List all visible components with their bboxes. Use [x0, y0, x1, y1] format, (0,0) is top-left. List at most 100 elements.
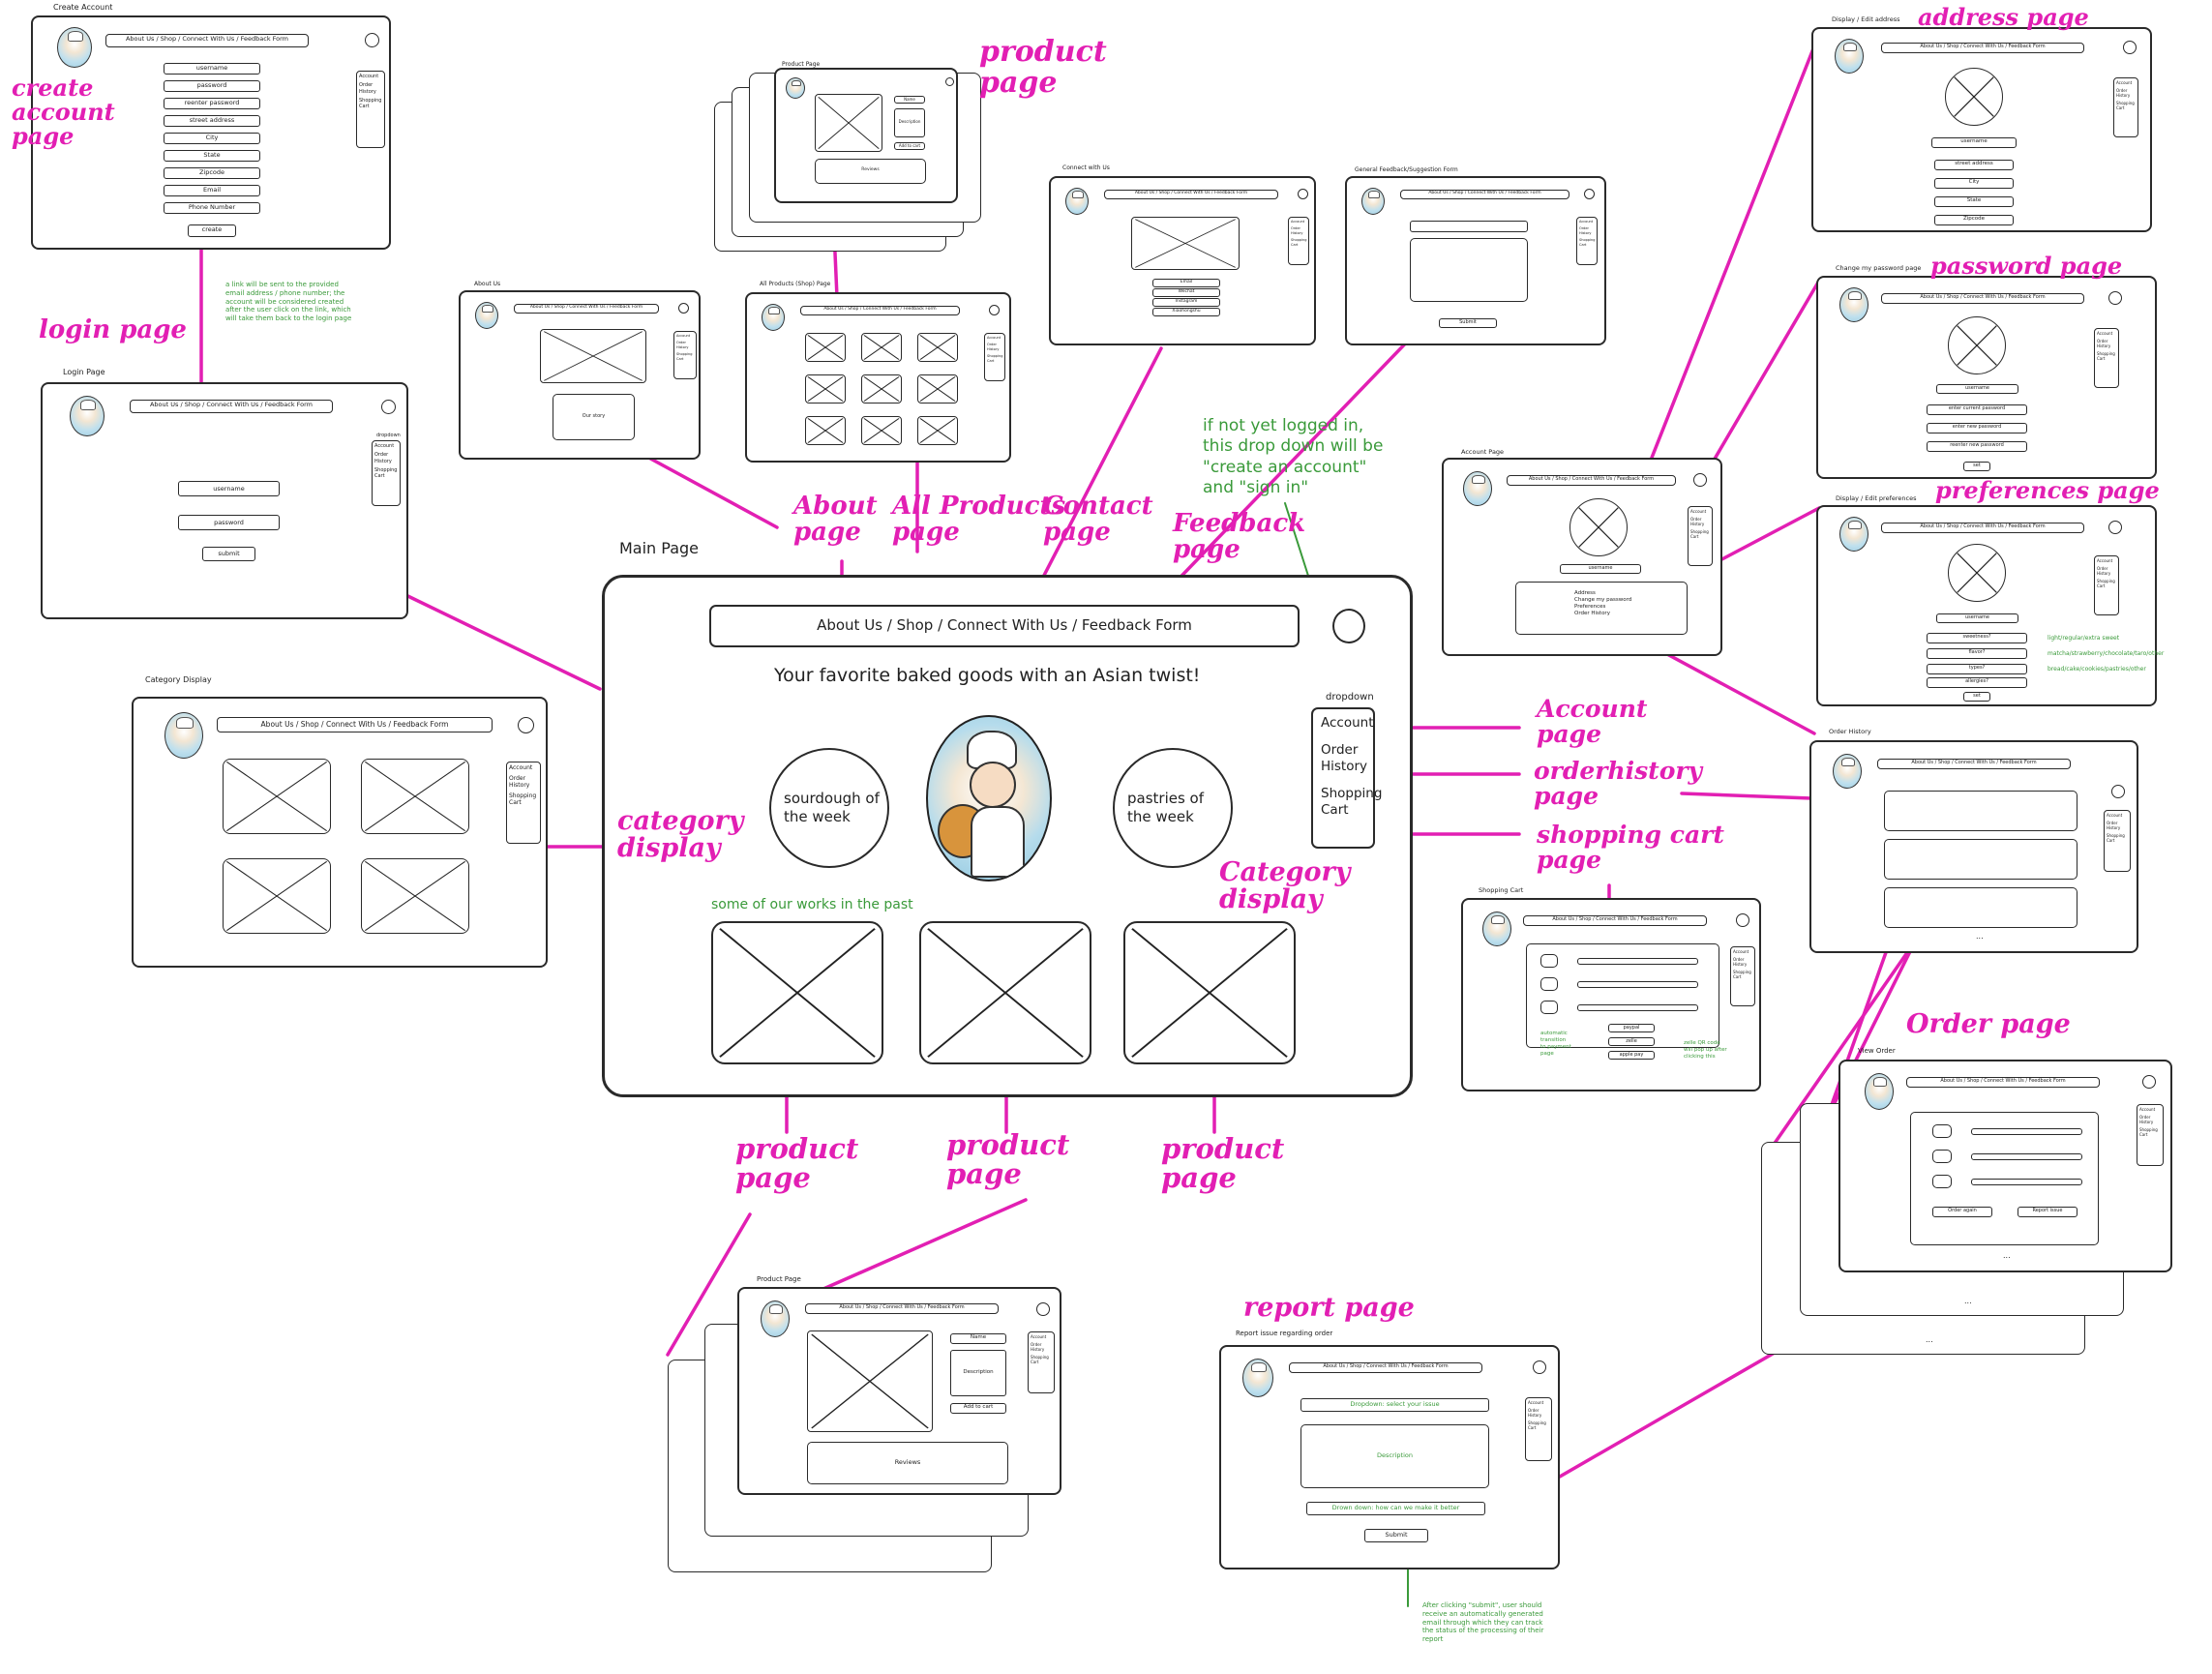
- dropdown-shopping-cart[interactable]: Shopping Cart: [2097, 579, 2115, 588]
- dropdown-menu[interactable]: Account Order History Shopping Cart: [984, 333, 1005, 381]
- dropdown-account[interactable]: Account: [2097, 558, 2113, 563]
- dropdown-account[interactable]: Account: [987, 336, 1001, 340]
- dropdown-shopping-cart[interactable]: Shopping Cart: [2139, 1127, 2158, 1137]
- main-profile-button[interactable]: [1332, 609, 1365, 643]
- address-state[interactable]: State: [1934, 196, 2014, 207]
- nav-bar[interactable]: About Us / Shop / Connect With Us / Feed…: [1877, 759, 2071, 769]
- dropdown-order-history[interactable]: Order History: [2139, 1115, 2154, 1124]
- order-history-row-3[interactable]: [1884, 887, 2077, 928]
- dropdown-shopping-cart[interactable]: Shopping Cart: [1528, 1420, 1546, 1430]
- dropdown-menu[interactable]: Account Order History Shopping Cart: [1576, 217, 1598, 265]
- profile-button[interactable]: [1584, 189, 1595, 199]
- dropdown-order-history[interactable]: Order History: [374, 452, 392, 464]
- dropdown-account[interactable]: Account: [1321, 715, 1374, 731]
- order-again-button[interactable]: Order again: [1932, 1207, 1992, 1217]
- profile-button[interactable]: [945, 77, 954, 86]
- nav-bar[interactable]: About Us / Shop / Connect With Us / Feed…: [800, 306, 960, 315]
- dropdown-shopping-cart[interactable]: Shopping Cart: [2097, 351, 2115, 361]
- dropdown-account[interactable]: Account: [1690, 509, 1707, 514]
- ca-city-field[interactable]: City: [164, 133, 260, 144]
- category-item-2[interactable]: [361, 759, 469, 834]
- account-menu-preferences[interactable]: Preferences: [1574, 604, 1606, 611]
- dropdown-order-history[interactable]: Order History: [1031, 1342, 1045, 1352]
- category-item-1[interactable]: [223, 759, 331, 834]
- dropdown-menu[interactable]: Account Order History Shopping Cart: [673, 331, 697, 379]
- connect-instagram[interactable]: Instagram: [1152, 298, 1220, 307]
- ca-email-field[interactable]: Email: [164, 185, 260, 196]
- dropdown-account[interactable]: Account: [374, 443, 395, 449]
- ca-street-field[interactable]: street address: [164, 115, 260, 127]
- profile-button[interactable]: [518, 717, 534, 733]
- nav-bar[interactable]: About Us / Shop / Connect With Us / Feed…: [130, 400, 333, 413]
- dropdown-shopping-cart[interactable]: Shopping Cart: [1321, 785, 1383, 819]
- dropdown-order-history[interactable]: Order History: [2116, 88, 2131, 98]
- dropdown-account[interactable]: Account: [2139, 1107, 2156, 1112]
- dropdown-account[interactable]: Account: [1291, 220, 1305, 224]
- dropdown-shopping-cart[interactable]: Shopping Cart: [1031, 1355, 1049, 1364]
- dropdown-shopping-cart[interactable]: Shopping Cart: [676, 352, 693, 361]
- dropdown-account[interactable]: Account: [359, 74, 379, 79]
- allergies-select[interactable]: allergies?: [1927, 677, 2027, 688]
- zelle-button[interactable]: zelle: [1608, 1037, 1655, 1046]
- dropdown-menu[interactable]: Account Order History Shopping Cart: [1525, 1397, 1552, 1461]
- dropdown-order-history[interactable]: Order History: [676, 341, 689, 349]
- dropdown-account[interactable]: Account: [1579, 220, 1594, 224]
- shop-product-tile[interactable]: [861, 374, 902, 404]
- dropdown-shopping-cart[interactable]: Shopping Cart: [1579, 238, 1596, 247]
- pastries-of-week[interactable]: pastries of the week: [1113, 748, 1233, 868]
- dropdown-menu[interactable]: Account Order History Shopping Cart: [2137, 1104, 2164, 1166]
- new-password-field[interactable]: enter new password: [1927, 423, 2027, 433]
- login-submit-button[interactable]: submit: [202, 547, 255, 561]
- feedback-subject-field[interactable]: [1410, 221, 1528, 232]
- nav-bar[interactable]: About Us / Shop / Connect With Us / Feed…: [1881, 43, 2084, 53]
- dropdown-shopping-cart[interactable]: Shopping Cart: [1690, 529, 1709, 539]
- dropdown-shopping-cart[interactable]: Shopping Cart: [2107, 833, 2125, 843]
- dropdown-order-history[interactable]: Order History: [1733, 957, 1748, 967]
- dropdown-menu[interactable]: Account Order History Shopping Cart: [1288, 217, 1309, 265]
- account-menu-address[interactable]: Address: [1574, 590, 1596, 596]
- add-to-cart-button[interactable]: Add to cart: [950, 1403, 1006, 1414]
- sourdough-of-week[interactable]: sourdough of the week: [769, 748, 889, 868]
- order-history-row-2[interactable]: [1884, 839, 2077, 880]
- profile-button[interactable]: [1736, 913, 1749, 927]
- paypal-button[interactable]: paypal: [1608, 1024, 1655, 1032]
- dropdown-shopping-cart[interactable]: Shopping Cart: [987, 354, 1003, 363]
- report-submit-button[interactable]: Submit: [1364, 1529, 1428, 1542]
- dropdown-shopping-cart[interactable]: Shopping Cart: [2116, 101, 2135, 110]
- cart-item-checkbox[interactable]: [1540, 954, 1558, 968]
- work-image-3[interactable]: [1123, 921, 1296, 1064]
- dropdown-menu[interactable]: Account Order History Shopping Cart: [506, 762, 541, 844]
- dropdown-menu[interactable]: Account Order History Shopping Cart: [1688, 506, 1713, 566]
- connect-email[interactable]: Email: [1152, 279, 1220, 287]
- dropdown-order-history[interactable]: Order History: [1291, 226, 1303, 235]
- account-menu-order-history[interactable]: Order History: [1574, 611, 1610, 617]
- ca-password-field[interactable]: password: [164, 80, 260, 92]
- shop-product-tile[interactable]: [917, 333, 958, 362]
- nav-bar[interactable]: About Us / Shop / Connect With Us / Feed…: [514, 304, 659, 314]
- current-password-field[interactable]: enter current password: [1927, 404, 2027, 415]
- shop-product-tile[interactable]: [805, 374, 846, 404]
- dropdown-account[interactable]: Account: [1031, 1334, 1047, 1339]
- report-issue-button[interactable]: Report issue: [2018, 1207, 2077, 1217]
- dropdown-menu[interactable]: Account Order History Shopping Cart: [2094, 555, 2119, 615]
- profile-button[interactable]: [678, 303, 689, 314]
- dropdown-shopping-cart[interactable]: Shopping Cart: [359, 97, 382, 109]
- account-menu-password[interactable]: Change my password: [1574, 597, 1632, 604]
- dropdown-order-history[interactable]: Order History: [1321, 741, 1368, 775]
- nav-bar[interactable]: About Us / Shop / Connect With Us / Feed…: [1906, 1077, 2100, 1088]
- nav-bar[interactable]: About Us / Shop / Connect With Us / Feed…: [1881, 293, 2084, 304]
- category-item-4[interactable]: [361, 858, 469, 934]
- category-item-3[interactable]: [223, 858, 331, 934]
- dropdown-order-history[interactable]: Order History: [509, 774, 530, 790]
- order-history-row-1[interactable]: [1884, 791, 2077, 831]
- feedback-body-field[interactable]: [1410, 238, 1528, 302]
- profile-button[interactable]: [1533, 1360, 1546, 1374]
- profile-button[interactable]: [2108, 521, 2122, 534]
- dropdown-shopping-cart[interactable]: Shopping Cart: [1291, 238, 1307, 247]
- dropdown-menu[interactable]: Account Order History Shopping Cart: [1028, 1331, 1055, 1393]
- cart-item-checkbox[interactable]: [1540, 1001, 1558, 1014]
- dropdown-menu[interactable]: Account Order History Shopping Cart: [2094, 328, 2119, 388]
- dropdown-account[interactable]: Account: [1733, 949, 1749, 954]
- profile-button[interactable]: [1693, 473, 1707, 487]
- preferences-set-button[interactable]: set: [1963, 692, 1990, 702]
